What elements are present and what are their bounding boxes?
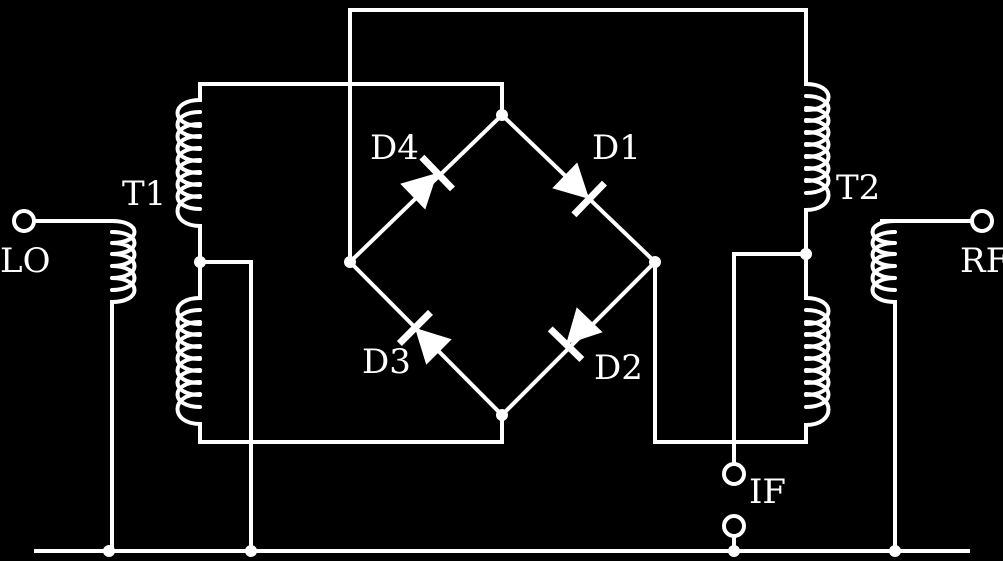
t1-center-tap-wire <box>198 260 253 553</box>
ground-node-rf <box>889 545 901 557</box>
ring-node-left <box>344 256 356 268</box>
t2-upper-winding <box>804 82 831 212</box>
label-d4: D4 <box>370 128 419 168</box>
label-rf: RF <box>960 241 1003 281</box>
t2-center-tap-wire <box>732 252 808 465</box>
t1-center-tap-node <box>194 256 206 268</box>
rf-terminal <box>970 209 994 233</box>
lo-terminal <box>12 209 36 233</box>
if-terminal-upper <box>722 462 746 486</box>
label-t2: T2 <box>836 168 880 208</box>
top-return-wire <box>348 8 808 264</box>
diode-d3-symbol <box>396 309 452 365</box>
ground-node-if <box>728 545 740 557</box>
label-d3: D3 <box>362 342 411 382</box>
t1-upper-winding <box>175 98 202 228</box>
if-terminal-lower <box>722 514 746 538</box>
ring-node-top <box>496 109 508 121</box>
label-if: IF <box>749 472 786 512</box>
t2-lower-winding <box>804 296 831 427</box>
label-lo: LO <box>0 241 50 281</box>
t2-center-tap-node <box>800 248 812 260</box>
ring-node-right <box>649 256 661 268</box>
lo-primary-winding <box>110 219 137 304</box>
t2-bottom-wire <box>653 260 808 444</box>
rf-primary-winding <box>870 219 897 304</box>
t1-top-wire <box>198 82 504 117</box>
label-d2: D2 <box>594 348 643 388</box>
ground-node-t1 <box>245 545 257 557</box>
ground-node-lo <box>103 545 115 557</box>
t1-lower-winding <box>175 296 202 426</box>
label-t1: T1 <box>122 174 166 214</box>
label-d1: D1 <box>592 128 641 168</box>
diode-d4-symbol <box>400 154 455 210</box>
t1-bottom-wire <box>198 413 504 444</box>
diode-d1-symbol <box>552 162 607 218</box>
diode-d2-symbol <box>547 307 603 362</box>
ring-node-bottom <box>496 409 508 421</box>
